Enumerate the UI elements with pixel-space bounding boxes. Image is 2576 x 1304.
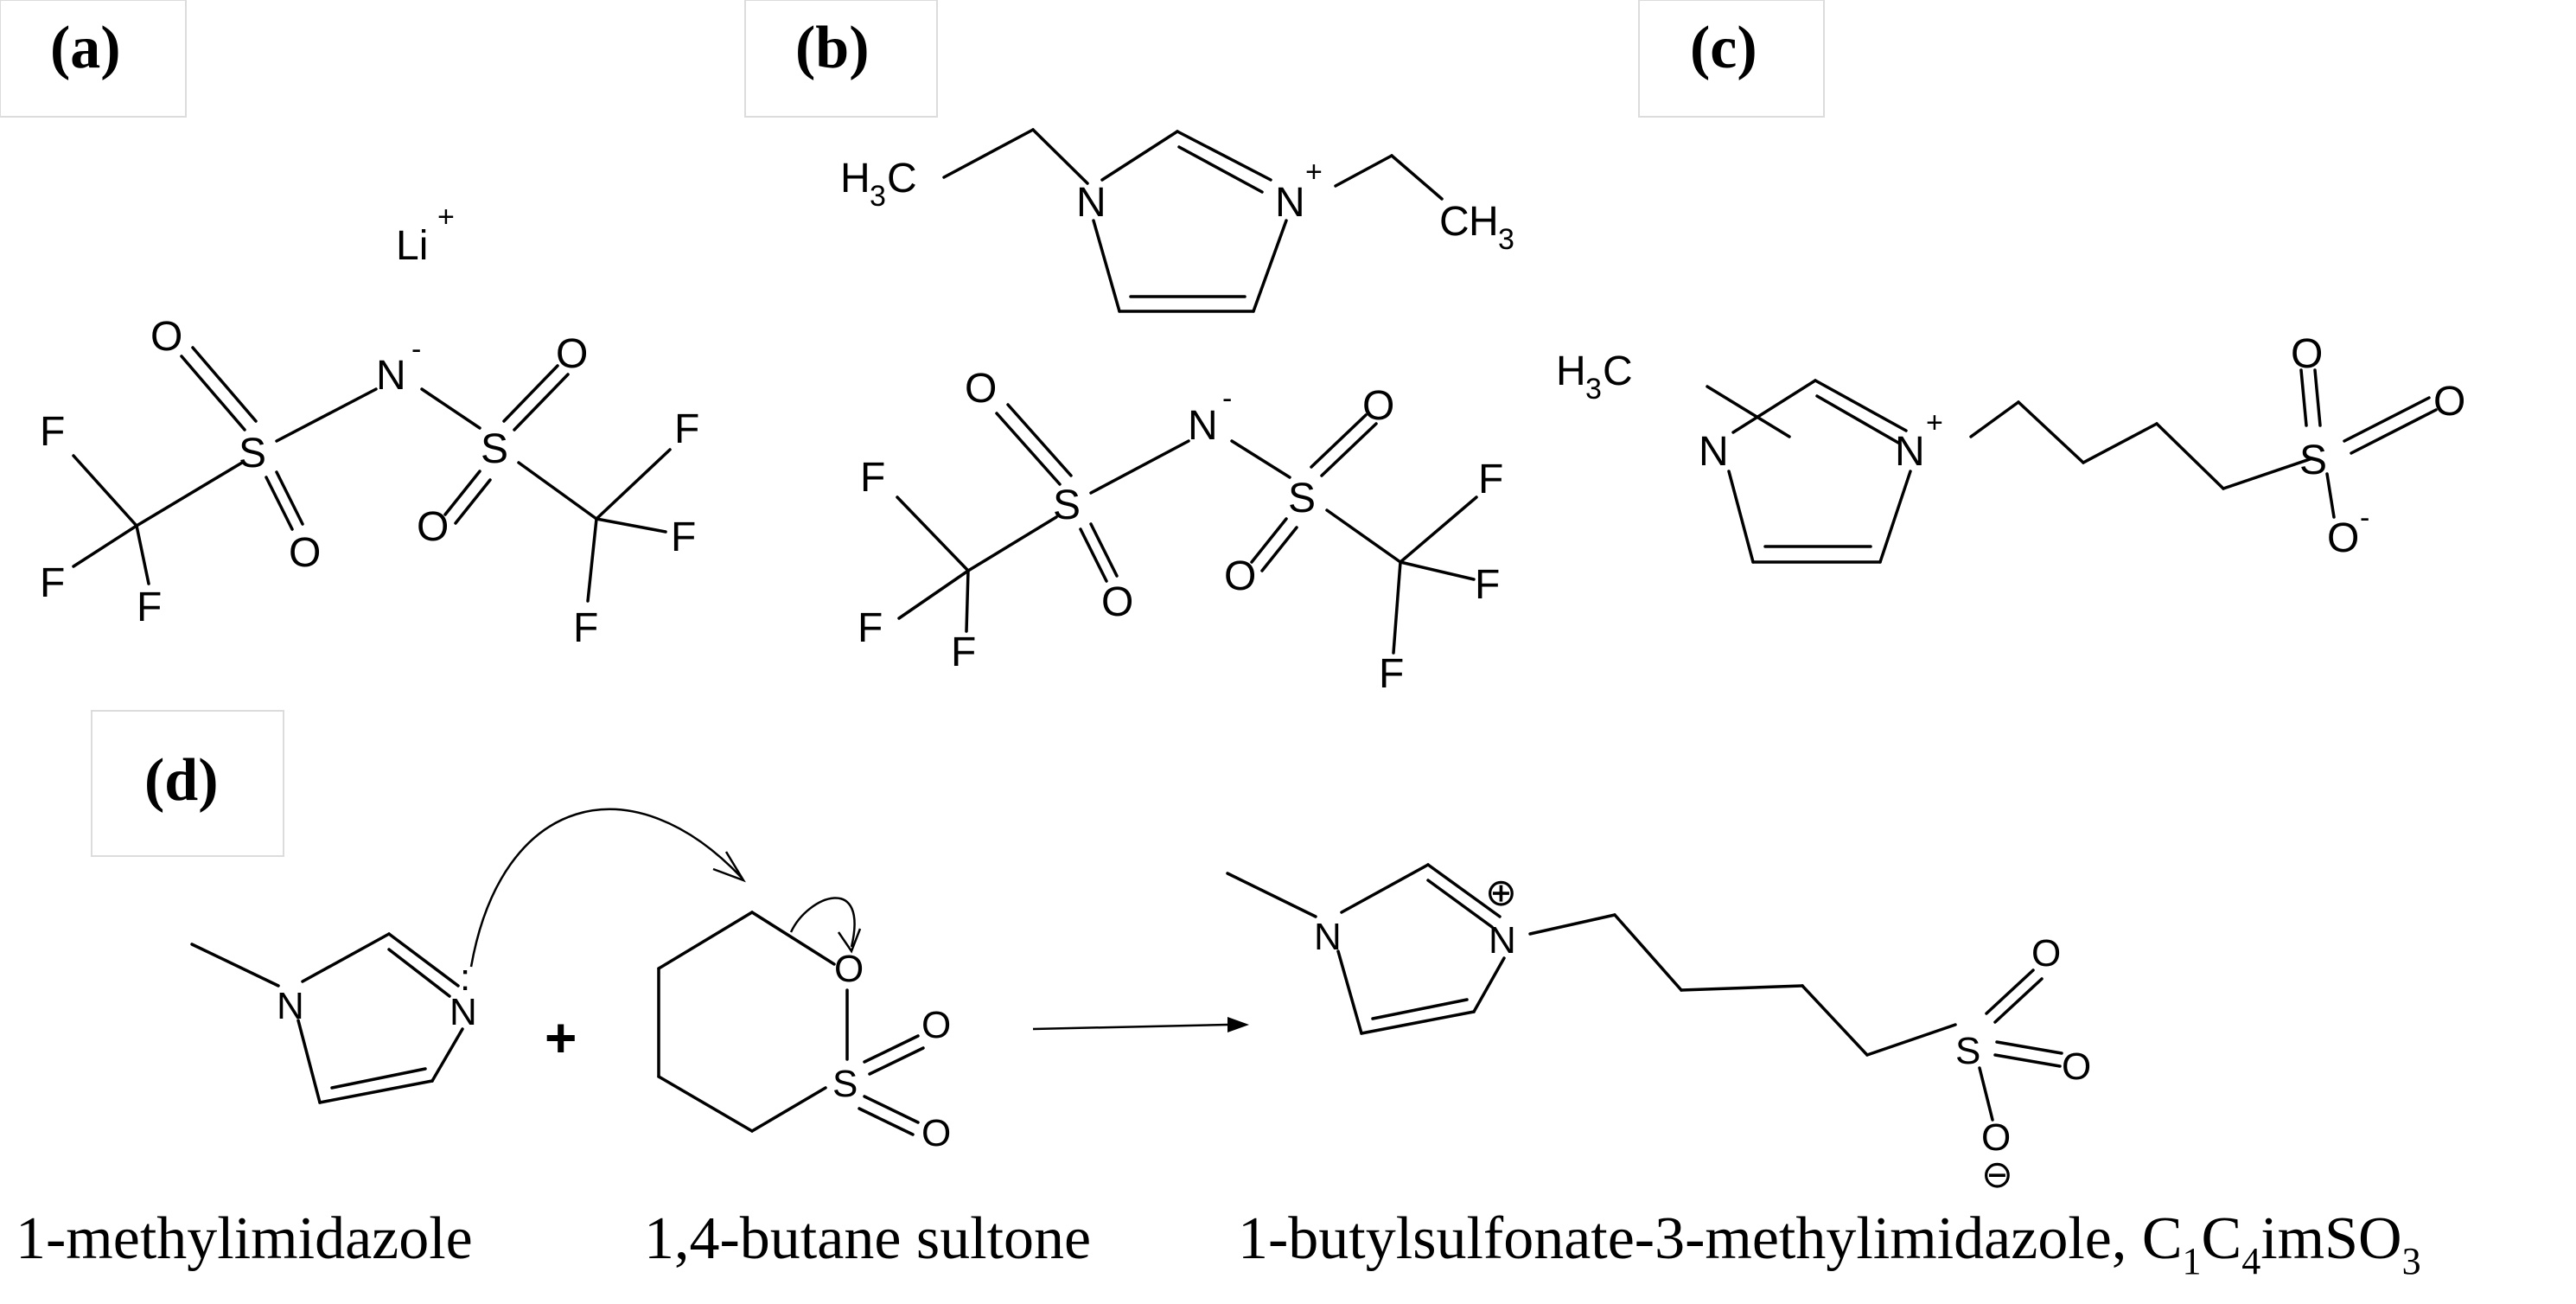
svg-text:F: F [40,409,65,455]
svg-text:F: F [674,406,699,452]
caption-product: 1-butylsulfonate-3-methylimidazole, C1C4… [1238,1205,2421,1282]
svg-text:3: 3 [1585,373,1602,406]
svg-text:+: + [1305,156,1323,189]
panel-b-tfsi-anion: S S N - O O O O F F F F F F [858,366,1503,697]
svg-text:C: C [1603,348,1633,394]
svg-text:F: F [860,455,885,501]
svg-text:O: O [1101,579,1133,625]
svg-text:N: N [277,985,304,1027]
svg-text:H: H [1556,348,1586,394]
svg-text:O: O [2291,331,2323,377]
panel-c-zwitterion: N N + H 3 C S O O O - [1556,331,2465,564]
svg-text:F: F [858,605,883,651]
svg-text:O: O [556,331,588,377]
svg-text:+: + [437,201,455,233]
atom-li: Li [396,223,428,269]
svg-text:N: N [450,991,477,1033]
svg-text:O: O [2062,1045,2091,1088]
panel-d-label: (d) [91,710,284,857]
svg-text:(a): (a) [50,15,121,81]
reaction-plus: + [545,1007,577,1069]
svg-text:F: F [1379,651,1404,697]
svg-text:N: N [376,353,406,399]
caption-1-methylimidazole: 1-methylimidazole [16,1205,473,1272]
svg-text:S: S [1053,483,1081,528]
svg-text:S: S [1955,1030,1980,1072]
curved-arrow-nucleophilic-attack [469,808,743,968]
svg-text:S: S [832,1063,858,1105]
svg-text:N: N [1314,916,1342,958]
svg-text:F: F [1478,457,1503,502]
svg-text:F: F [951,630,976,675]
svg-text:N: N [1895,429,1925,475]
svg-text:N: N [1489,919,1516,962]
svg-text:N: N [1076,180,1106,226]
panel-a-litfsi-structure: Li + S S N - O O O O F [40,201,699,651]
svg-text:S: S [481,426,508,472]
reactant-1-methylimidazole: N N : [190,932,477,1104]
svg-text:⊕: ⊕ [1485,872,1517,914]
svg-text:O: O [921,1004,951,1046]
svg-text:⊖: ⊖ [1981,1154,2013,1196]
svg-text:-: - [2360,502,2369,534]
svg-text:O: O [2031,932,2061,975]
svg-text:O: O [921,1112,951,1154]
svg-text:H: H [1469,199,1499,245]
svg-text:O: O [1362,383,1394,429]
svg-text:O: O [2433,379,2465,425]
svg-text:1-butylsulfonate-3-methylimida: 1-butylsulfonate-3-methylimidazole, C1C4… [1238,1205,2421,1282]
svg-text:3: 3 [870,180,886,213]
svg-text:N: N [1699,429,1729,475]
svg-text:F: F [40,560,65,606]
svg-text:+: + [1926,406,1943,439]
svg-text:O: O [834,948,864,990]
panel-a-label: (a) [0,0,187,118]
svg-text:F: F [1475,562,1500,608]
svg-text:O: O [1981,1116,2011,1159]
caption-butane-sultone: 1,4-butane sultone [644,1205,1091,1272]
svg-text:S: S [1288,476,1316,521]
svg-text:(b): (b) [795,15,870,81]
svg-text:C: C [1439,199,1470,245]
svg-text:F: F [137,585,162,630]
svg-text:C: C [887,156,917,201]
svg-text:O: O [150,314,182,360]
svg-text:O: O [289,530,321,576]
svg-text:-: - [1222,382,1232,415]
svg-text:S: S [239,431,266,476]
reactant-butane-sultone: O S O O [657,911,951,1154]
svg-text:F: F [573,605,598,651]
svg-text:O: O [417,504,449,550]
panel-b-emim-cation: N N + H 3 C C H 3 [840,128,1514,313]
svg-text:3: 3 [1498,223,1514,256]
panel-b-label: (b) [744,0,938,118]
reaction-arrow [1032,1017,1249,1032]
svg-text:-: - [411,333,421,366]
svg-text:O: O [1224,553,1256,599]
svg-text:O: O [965,366,997,412]
svg-text:O: O [2327,515,2359,561]
svg-text:S: S [2299,438,2327,483]
svg-text::: : [460,956,470,999]
product-zwitterion: N N ⊕ S O O O ⊖ [1226,863,2091,1196]
svg-text:F: F [671,515,696,560]
svg-text:H: H [840,156,870,201]
curved-arrow-ring-opening [789,897,856,948]
svg-text:N: N [1275,180,1305,226]
svg-text:(c): (c) [1690,15,1757,81]
svg-text:N: N [1188,403,1218,449]
panel-c-label: (c) [1638,0,1825,118]
svg-text:(d): (d) [144,747,219,814]
